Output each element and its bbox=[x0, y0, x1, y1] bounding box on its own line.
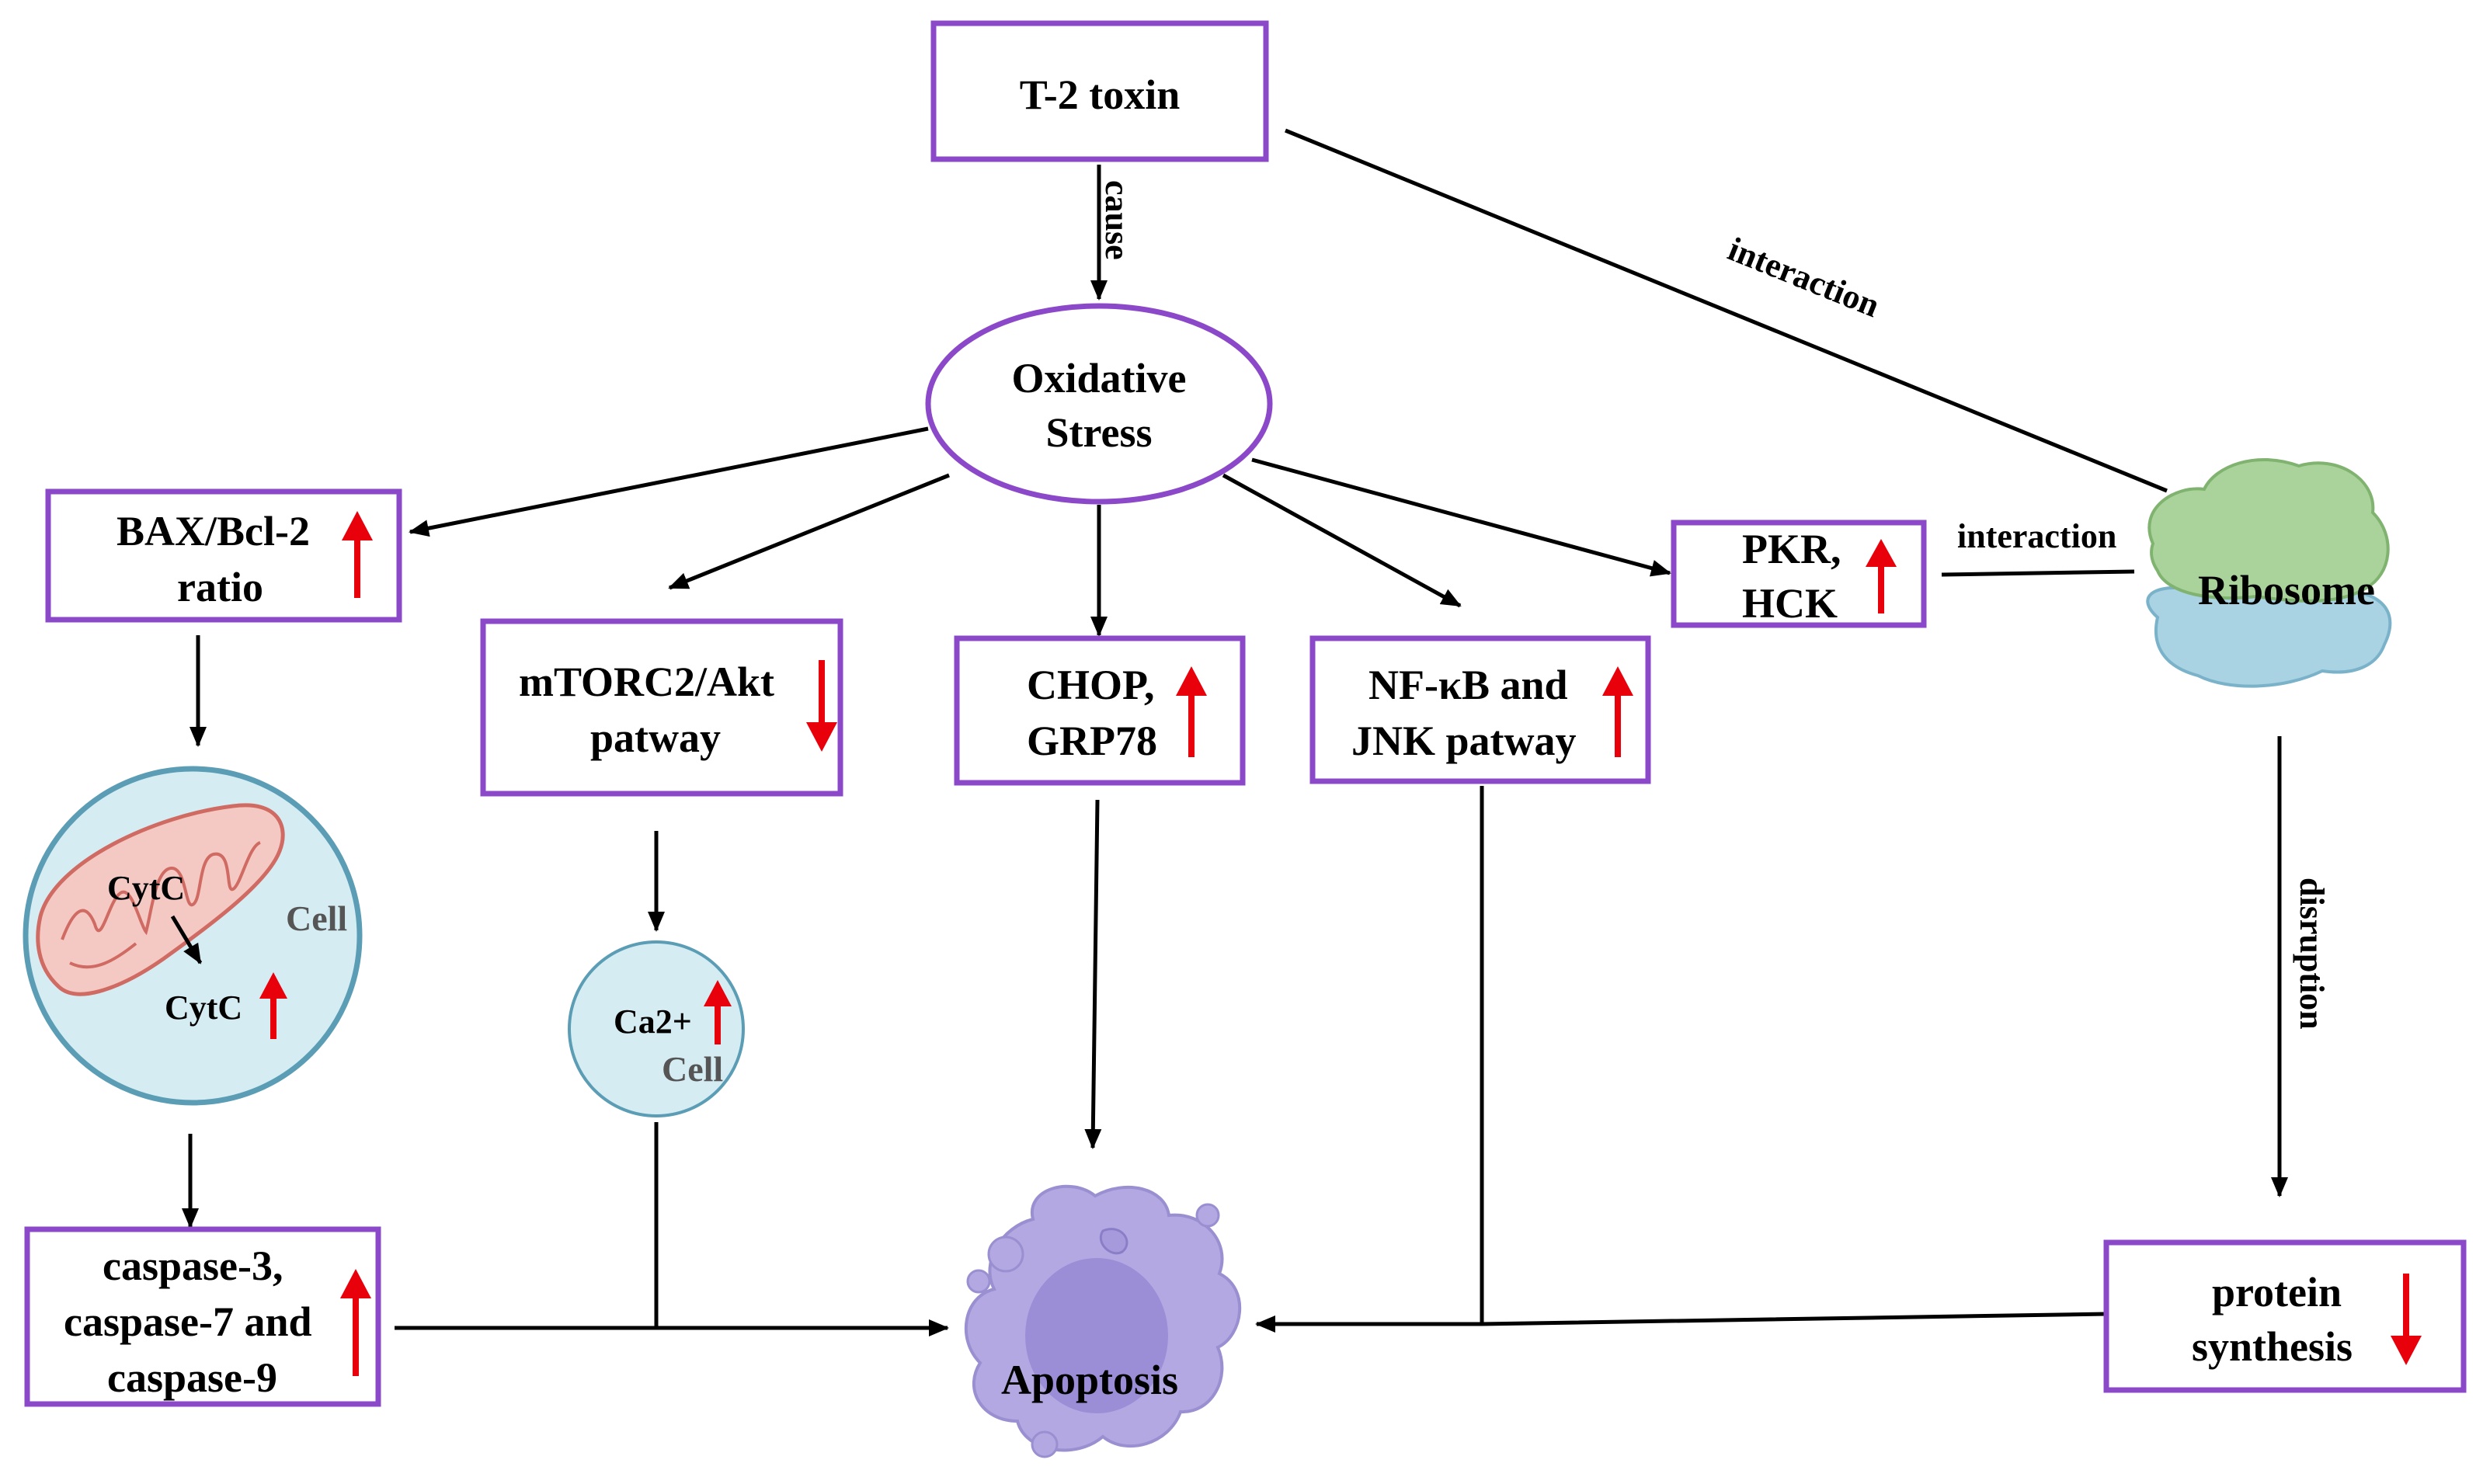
svg-text:synthesis: synthesis bbox=[2192, 1323, 2353, 1370]
edge-label-disruption: disruption bbox=[2293, 878, 2331, 1030]
edge-pkr-to-ribosome bbox=[1941, 569, 2135, 577]
svg-text:BAX/Bcl-2: BAX/Bcl-2 bbox=[116, 508, 310, 554]
svg-text:Apoptosis: Apoptosis bbox=[1001, 1357, 1178, 1403]
svg-text:CytC: CytC bbox=[165, 989, 242, 1027]
svg-text:Stress: Stress bbox=[1045, 409, 1152, 456]
node-ca-cell: Ca2+ Cell bbox=[568, 940, 745, 1117]
svg-text:Cell: Cell bbox=[662, 1049, 723, 1089]
svg-text:GRP78: GRP78 bbox=[1027, 718, 1157, 764]
svg-text:mTORC2/Akt: mTORC2/Akt bbox=[519, 659, 774, 705]
down-arrow-icon bbox=[2391, 1274, 2422, 1365]
svg-text:caspase-9: caspase-9 bbox=[107, 1354, 277, 1401]
node-chop-grp78: CHOP, GRP78 bbox=[954, 635, 1246, 786]
edge-protein-to-apoptosis bbox=[1255, 1312, 2107, 1333]
edge-oxidative-to-bax bbox=[409, 426, 929, 537]
svg-text:PKR,: PKR, bbox=[1742, 526, 1841, 572]
up-arrow-icon bbox=[704, 980, 732, 1044]
node-mitochondria-cell: CytC CytC Cell bbox=[23, 766, 363, 1106]
node-apoptosis: Apoptosis bbox=[964, 1184, 1241, 1458]
svg-text:HCK: HCK bbox=[1742, 580, 1838, 627]
up-arrow-icon bbox=[340, 1269, 371, 1376]
down-arrow-icon bbox=[806, 660, 837, 752]
svg-text:NF-κB and: NF-κB and bbox=[1368, 662, 1568, 708]
node-caspases: caspase-3, caspase-7 and caspase-9 bbox=[24, 1226, 381, 1407]
node-t2-toxin: T-2 toxin bbox=[930, 20, 1269, 162]
up-arrow-icon bbox=[1602, 666, 1633, 757]
svg-text:CytC: CytC bbox=[107, 869, 185, 907]
svg-text:ratio: ratio bbox=[177, 564, 263, 610]
node-protein-synthesis: protein synthesis bbox=[2103, 1239, 2467, 1393]
node-mtorc2-akt: mTORC2/Akt patway bbox=[480, 618, 843, 797]
svg-text:JNK patway: JNK patway bbox=[1351, 718, 1577, 764]
edge-label-interaction-horizontal: interaction bbox=[1957, 517, 2116, 555]
up-arrow-icon bbox=[1866, 539, 1897, 613]
node-pkr-hck: PKR, HCK bbox=[1671, 520, 1927, 628]
edge-oxidative-to-pkr bbox=[1251, 457, 1671, 577]
edge-label-cause: cause bbox=[1098, 180, 1136, 260]
node-bax-bcl2: BAX/Bcl-2 ratio bbox=[45, 488, 402, 623]
up-arrow-icon bbox=[259, 972, 287, 1039]
svg-text:patway: patway bbox=[590, 714, 721, 761]
up-arrow-icon bbox=[342, 511, 373, 598]
edge-chop-to-apoptosis bbox=[1084, 799, 1102, 1149]
svg-text:Ribosome: Ribosome bbox=[2198, 567, 2375, 613]
edge-oxidative-to-nfkb bbox=[1222, 473, 1462, 608]
node-oxidative-stress: Oxidative Stress bbox=[925, 303, 1273, 505]
mitochondria-icon bbox=[36, 803, 285, 996]
apoptotic-cell-icon bbox=[964, 1184, 1241, 1458]
svg-text:T-2 toxin: T-2 toxin bbox=[1020, 71, 1181, 118]
svg-text:protein: protein bbox=[2212, 1269, 2342, 1315]
svg-text:CHOP,: CHOP, bbox=[1027, 662, 1155, 708]
svg-text:Cell: Cell bbox=[286, 898, 347, 938]
edge-oxidative-to-mtorc2 bbox=[668, 473, 950, 590]
svg-text:Ca2+: Ca2+ bbox=[614, 1003, 692, 1041]
edge-t2-to-ribosome bbox=[1285, 128, 2168, 493]
node-nfkb-jnk: NF-κB and JNK patway bbox=[1309, 635, 1651, 784]
ribosome-icon bbox=[2146, 458, 2392, 688]
svg-text:caspase-3,: caspase-3, bbox=[103, 1242, 283, 1289]
edge-label-interaction-diagonal: interaction bbox=[1723, 230, 1885, 325]
svg-text:Oxidative: Oxidative bbox=[1012, 355, 1187, 401]
up-arrow-icon bbox=[1176, 666, 1207, 757]
edges bbox=[182, 128, 2288, 1336]
svg-text:caspase-7 and: caspase-7 and bbox=[64, 1298, 312, 1345]
node-ribosome: Ribosome bbox=[2146, 458, 2392, 688]
